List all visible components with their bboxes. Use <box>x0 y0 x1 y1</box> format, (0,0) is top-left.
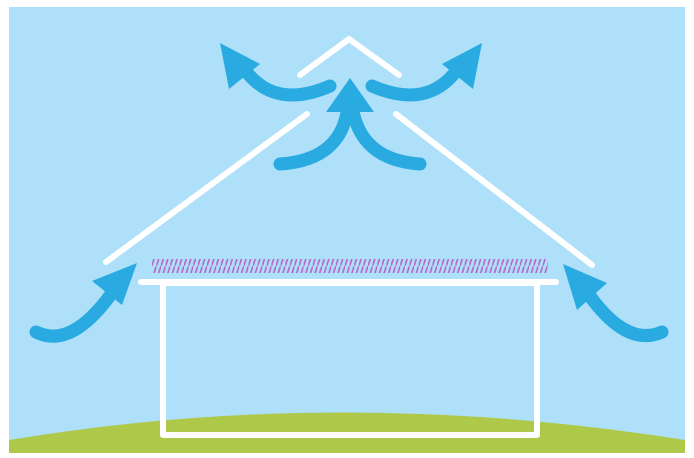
left-soffit-intake-arrow <box>29 263 137 343</box>
roof-right-slope <box>393 111 595 268</box>
house-body <box>138 279 559 438</box>
ridge-vent-cap <box>297 36 402 78</box>
house-walls <box>160 280 540 438</box>
roof <box>103 36 595 268</box>
attic-insulation <box>152 259 548 273</box>
center-rising-arrow <box>273 78 427 171</box>
roof-left-slope <box>103 111 310 265</box>
left-ridge-exhaust-arrow <box>220 43 337 102</box>
right-soffit-intake-arrow <box>563 264 669 342</box>
airflow-arrows <box>29 43 669 343</box>
right-ridge-exhaust-arrow <box>365 43 482 102</box>
sky <box>9 7 685 453</box>
